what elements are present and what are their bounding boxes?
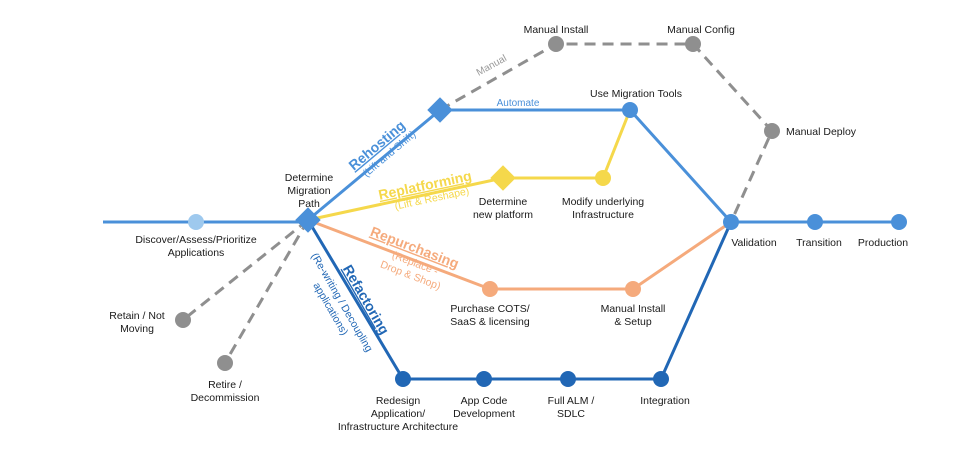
manual-deploy-node <box>764 123 780 139</box>
determine-label: Determine <box>285 172 334 184</box>
redesign-label-3: Infrastructure Architecture <box>338 421 458 433</box>
manual-install-label: Manual Install <box>524 24 589 36</box>
determine-platform-label-2: new platform <box>473 209 533 221</box>
manual-install-node <box>548 36 564 52</box>
determine-label-3: Path <box>298 198 320 210</box>
refactoring-line <box>306 219 733 381</box>
retain-label-2: Moving <box>120 323 154 335</box>
redesign-node <box>395 371 411 387</box>
purchase-cots-label-2: SaaS & licensing <box>450 316 530 328</box>
integration-label: Integration <box>640 395 690 407</box>
purchase-cots-label: Purchase COTS/ <box>450 303 529 315</box>
redesign-label: Redesign <box>376 395 421 407</box>
app-code-label: App Code <box>461 395 508 407</box>
manual-deploy-label: Manual Deploy <box>786 126 857 138</box>
modify-infra-label-2: Infrastructure <box>572 209 634 221</box>
app-code-label-2: Development <box>453 408 515 420</box>
retain-node <box>175 312 191 328</box>
full-alm-node <box>560 371 576 387</box>
path-labels: Rehosting (Lift and Shift) Replatforming… <box>308 117 473 354</box>
modify-infra-node <box>595 170 611 186</box>
integration-node <box>653 371 669 387</box>
validation-label: Validation <box>731 237 776 249</box>
retire-label: Retire / <box>208 379 242 391</box>
manual-config-node <box>685 36 701 52</box>
discover-label-2: Applications <box>168 247 225 259</box>
use-migration-tools-label: Use Migration Tools <box>590 88 682 100</box>
node-labels: Discover/Assess/Prioritize Applications … <box>109 24 908 433</box>
rehosting-label-group: Rehosting (Lift and Shift) <box>345 117 418 180</box>
rehosting-line <box>307 108 733 224</box>
use-migration-tools-node <box>622 102 638 118</box>
retire-node <box>217 355 233 371</box>
retain-label: Retain / Not <box>109 310 165 322</box>
retire-label-2: Decommission <box>191 392 260 404</box>
transition-label: Transition <box>796 237 842 249</box>
full-alm-label-2: SDLC <box>557 408 585 420</box>
retain-line <box>182 218 309 322</box>
replatforming-label-group: Replatforming (Lift & Reshape) <box>377 167 473 212</box>
transition-node <box>807 214 823 230</box>
repurchasing-line <box>307 218 732 291</box>
edge-labels: Manual Automate <box>475 53 540 109</box>
determine-platform-label: Determine <box>479 196 528 208</box>
production-label: Production <box>858 237 908 249</box>
repurchasing-label-group: Repurchasing (Replace - Drop & Shop) <box>368 223 461 292</box>
automate-edge-label: Automate <box>497 98 540 109</box>
automate-split-node <box>427 97 453 123</box>
redesign-label-2: Application/ <box>371 408 425 420</box>
determine-label-2: Migration <box>287 185 330 197</box>
production-node <box>891 214 907 230</box>
determine-platform-node <box>490 165 516 191</box>
validation-node <box>723 214 739 230</box>
retire-line <box>223 219 310 364</box>
purchase-cots-node <box>482 281 498 297</box>
manual-install-setup-label-2: & Setup <box>614 316 652 328</box>
full-alm-label: Full ALM / <box>548 395 595 407</box>
nodes <box>175 36 907 387</box>
modify-infra-label: Modify underlying <box>562 196 644 208</box>
manual-config-label: Manual Config <box>667 24 735 36</box>
manual-install-setup-label: Manual Install <box>601 303 666 315</box>
discover-node <box>188 214 204 230</box>
discover-label: Discover/Assess/Prioritize <box>135 234 257 246</box>
determine-node <box>295 207 321 233</box>
app-code-node <box>476 371 492 387</box>
replatforming-line <box>307 109 632 222</box>
manual-install-setup-node <box>625 281 641 297</box>
